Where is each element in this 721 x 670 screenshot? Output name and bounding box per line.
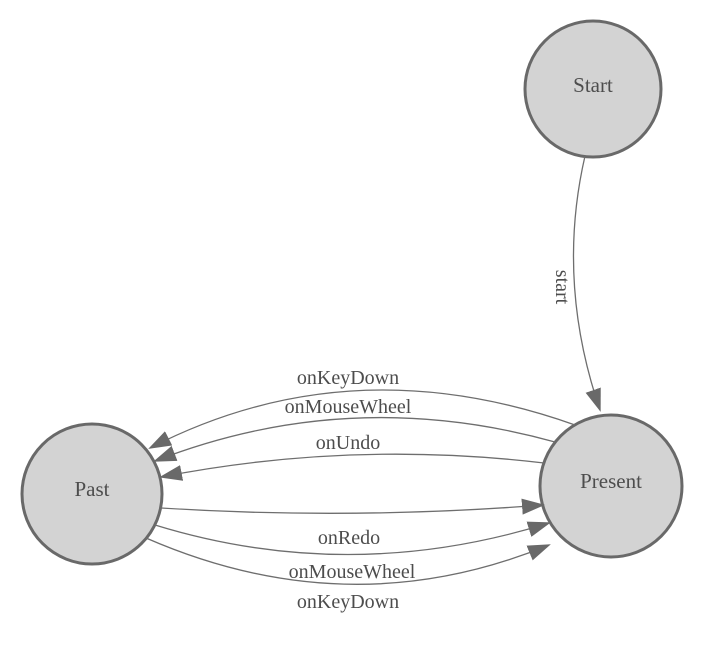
past-node-circle xyxy=(20,422,164,566)
state-node-present: Present xyxy=(538,413,684,559)
transition-onmousewheel-bottom-path xyxy=(154,521,551,556)
start-node-circle xyxy=(523,19,663,159)
transition-start-label: start xyxy=(551,270,573,305)
present-node-label: Present xyxy=(580,469,642,493)
transition-start-to-present: start xyxy=(551,155,601,412)
state-node-past: Past xyxy=(20,422,164,566)
transition-onundo-path xyxy=(159,453,545,481)
transition-onmousewheel-top-label: onMouseWheel xyxy=(285,396,412,418)
transition-onkeydown-present-to-past: onKeyDown xyxy=(148,367,576,449)
transition-onundo-present-to-past: onUndo xyxy=(159,432,545,481)
transition-onmousewheel-top-path xyxy=(153,416,556,462)
transition-onkeydown-bottom-path xyxy=(145,537,551,585)
transition-onkeydown-top-path xyxy=(148,389,576,449)
state-node-start: Start xyxy=(523,19,663,159)
present-node-circle xyxy=(538,413,684,559)
transition-onredo-label: onRedo xyxy=(318,527,380,549)
start-node-label: Start xyxy=(573,73,613,97)
transition-onmousewheel-present-to-past: onMouseWheel xyxy=(153,396,556,462)
transition-onredo-past-to-present: onRedo xyxy=(160,498,545,549)
transition-onkeydown-bottom-label: onKeyDown xyxy=(297,591,399,613)
transition-onredo-path xyxy=(160,498,545,515)
transition-onmousewheel-bottom-label: onMouseWheel xyxy=(289,561,416,583)
transition-onkeydown-top-label: onKeyDown xyxy=(297,367,399,389)
transition-onmousewheel-past-to-present: onMouseWheel xyxy=(154,521,551,583)
transition-onundo-label: onUndo xyxy=(316,432,380,454)
past-node-label: Past xyxy=(74,477,109,501)
transition-onkeydown-past-to-present: onKeyDown xyxy=(145,537,551,613)
transition-start-path xyxy=(572,155,601,412)
